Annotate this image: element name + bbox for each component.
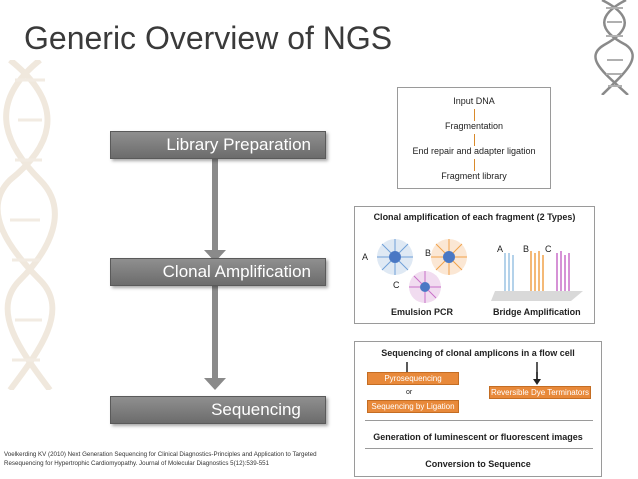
sequencing-panel-title: Sequencing of clonal amplicons in a flow…	[381, 348, 575, 358]
step-input-dna: Input DNA	[453, 96, 495, 106]
stage-clonal-amplification: Clonal Amplification	[110, 258, 326, 286]
pyrosequencing-box: Pyrosequencing	[367, 372, 459, 385]
generation-images-label: Generation of luminescent or fluorescent…	[373, 432, 583, 442]
bead-c	[409, 271, 441, 303]
citation: Voelkerding KV (2010) Next Generation Se…	[4, 451, 317, 467]
strand-label-c: C	[545, 244, 552, 254]
dna-helix-icon	[594, 0, 634, 95]
stage-label: Clonal Amplification	[162, 262, 311, 281]
strand-label-a: A	[497, 244, 504, 254]
step-fragmentation: Fragmentation	[444, 121, 504, 131]
bridge-amplification-illustration	[491, 251, 583, 301]
strand-label-b: B	[523, 244, 530, 254]
reversible-dye-terminators-box: Reversible Dye Terminators	[489, 386, 591, 399]
step-fragment-library: Fragment library	[441, 171, 507, 181]
sequencing-by-ligation-box: Sequencing by Ligation	[367, 400, 459, 413]
emulsion-pcr-beads-illustration	[377, 239, 467, 303]
dna-helix-background-icon	[0, 60, 58, 390]
stage-flow-arrows	[204, 156, 226, 390]
reversible-arrow	[533, 372, 541, 385]
slide-title: Generic Overview of NGS	[24, 20, 393, 56]
conversion-to-sequence-label: Conversion to Sequence	[425, 459, 531, 469]
divider	[365, 420, 593, 421]
clonal-panel-title: Clonal amplification of each fragment (2…	[373, 212, 576, 222]
stage-sequencing: Sequencing	[110, 396, 326, 424]
bead-a	[377, 239, 413, 275]
bridge-amplification-label: Bridge Amplification	[493, 307, 581, 317]
library-prep-panel: Input DNA Fragmentation End repair and a…	[397, 87, 551, 189]
divider	[365, 448, 593, 449]
clonal-amplification-panel: Clonal amplification of each fragment (2…	[354, 206, 595, 324]
or-label: or	[406, 389, 413, 396]
step-arrow	[474, 109, 475, 121]
step-arrow	[474, 159, 475, 171]
stage-label: Sequencing	[211, 400, 301, 419]
bead-label-a: A	[362, 252, 369, 262]
bead-label-c: C	[393, 280, 400, 290]
stage-label: Library Preparation	[166, 135, 311, 154]
sequencing-panel: Sequencing of clonal amplicons in a flow…	[354, 341, 602, 477]
step-end-repair: End repair and adapter ligation	[412, 146, 536, 156]
bead-b	[431, 239, 467, 275]
step-arrow	[474, 134, 475, 146]
emulsion-pcr-label: Emulsion PCR	[391, 307, 454, 317]
bead-label-b: B	[425, 248, 432, 258]
stage-library-preparation: Library Preparation	[110, 131, 326, 159]
